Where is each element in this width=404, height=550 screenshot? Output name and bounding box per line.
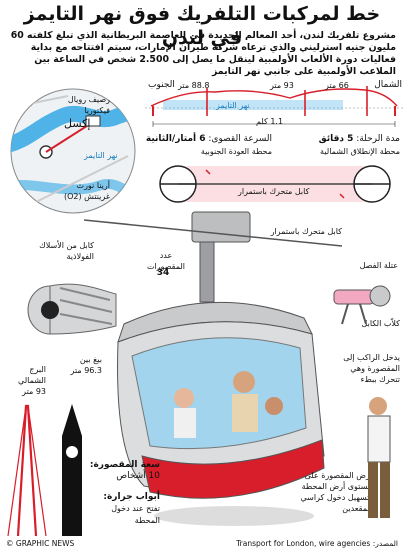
profile-height-3: 88.8 متر [178,81,210,90]
cabin-count-label: عدد المقصورات [146,251,186,271]
landmark-illustrations [7,404,82,536]
route-profile [145,86,403,127]
cabin-count-value: 34 [156,268,170,278]
map-river: نهر التايمز [84,151,118,160]
map-excel: إكسل [64,117,91,130]
south-station: محطة العودة الجنوبية [200,147,272,156]
steel-cable-label: كابل من الأسلاك الفولاذية [39,241,94,261]
moving-cable-label: كابل متحرك باستمرار [270,227,342,236]
max-speed: السرعة القصوى: 6 أمتار/الثانية [145,134,272,144]
steel-cable-illustration [27,283,117,335]
profile-height-2: 93 متر [270,81,294,90]
map-royal-victoria: رصيف رويال فيكتوريا [67,95,110,115]
cable-loop [159,165,391,203]
location-map [10,88,136,214]
sliding-doors: أبواب جرارة:تفتح عند دخول المحطة [103,492,160,525]
moving-cable-loop: كابل متحرك باستمرار [238,187,310,196]
credit: © GRAPHIC NEWS [6,539,75,548]
floor-level-note: أرض المقصورة على مستوى أرض المحطة لتسهيل… [300,471,372,513]
page-title: خط لمركبات التلفريك فوق نهر التايمز في ل… [23,3,381,49]
gondola-illustration [84,211,342,526]
profile-north: الشمال [374,80,402,90]
clutch-mechanism [333,285,391,325]
source: المصدر: Transport for London, wire agenc… [236,539,398,548]
north-station: محطة الإنطلاق الشمالية [320,147,400,156]
map-north-greenwich: أرينا نورث غرينتش (O2) [63,181,110,201]
profile-south: الجنوب [148,80,175,90]
profile-height-1: 66 متر [325,81,349,90]
trip-time: مدة الرحلة: 5 دقائق [318,134,400,144]
clutch-label: عتلة الفصل [359,261,398,270]
profile-length: 1.1 كلم [256,117,284,126]
cable-clamp-label: كلاّب الكابل [361,319,400,328]
intro-text: مشروع تلفريك لندن، أحد المعالم الجديدة ف… [10,30,396,77]
profile-river-label: نهر التايمز [216,101,250,110]
capacity: سعة المقصورة:10 أشخاص [89,460,160,481]
rider-enters-note: يدخل الراكب إلى المقصورة وهي تتحرك ببطء [343,353,400,384]
passenger-figure [367,397,391,518]
